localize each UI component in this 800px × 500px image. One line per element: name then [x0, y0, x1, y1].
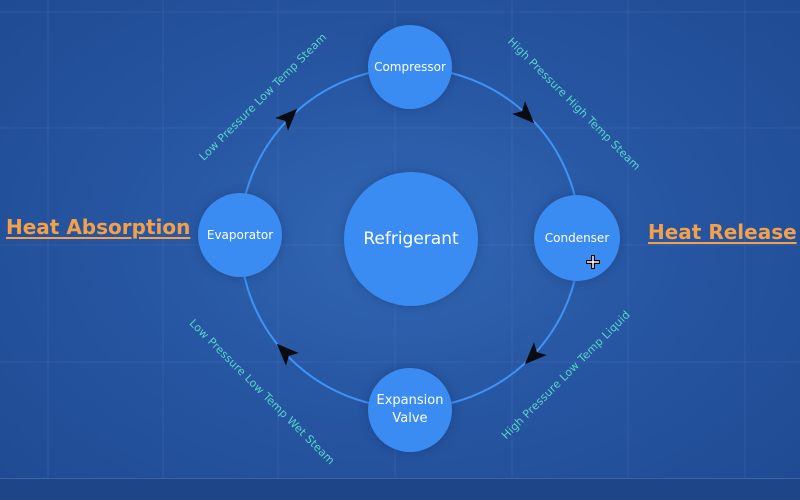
move-cursor-icon	[586, 255, 600, 269]
arrow-head-icon	[524, 342, 547, 365]
evaporator-label: Evaporator	[206, 227, 274, 242]
refrigerant-label: Refrigerant	[363, 228, 459, 249]
arrow-head-icon	[512, 101, 535, 124]
heat-release-label: Heat Release	[648, 220, 797, 244]
evaporator-node[interactable]: Evaporator	[198, 193, 282, 277]
expansion-valve-label: Expansion Valve	[376, 393, 444, 426]
expansion-valve-node[interactable]: Expansion Valve	[368, 368, 452, 452]
compressor-node[interactable]: Compressor	[368, 25, 452, 109]
compressor-label: Compressor	[374, 59, 446, 74]
refrigerant-node[interactable]: Refrigerant	[344, 172, 478, 306]
condenser-node[interactable]: Condenser	[534, 195, 620, 281]
arrow-head-icon	[275, 108, 298, 131]
heat-absorption-label: Heat Absorption	[6, 215, 191, 239]
bottom-band	[0, 478, 800, 500]
arrow-head-icon	[276, 343, 299, 366]
condenser-label: Condenser	[544, 230, 610, 245]
